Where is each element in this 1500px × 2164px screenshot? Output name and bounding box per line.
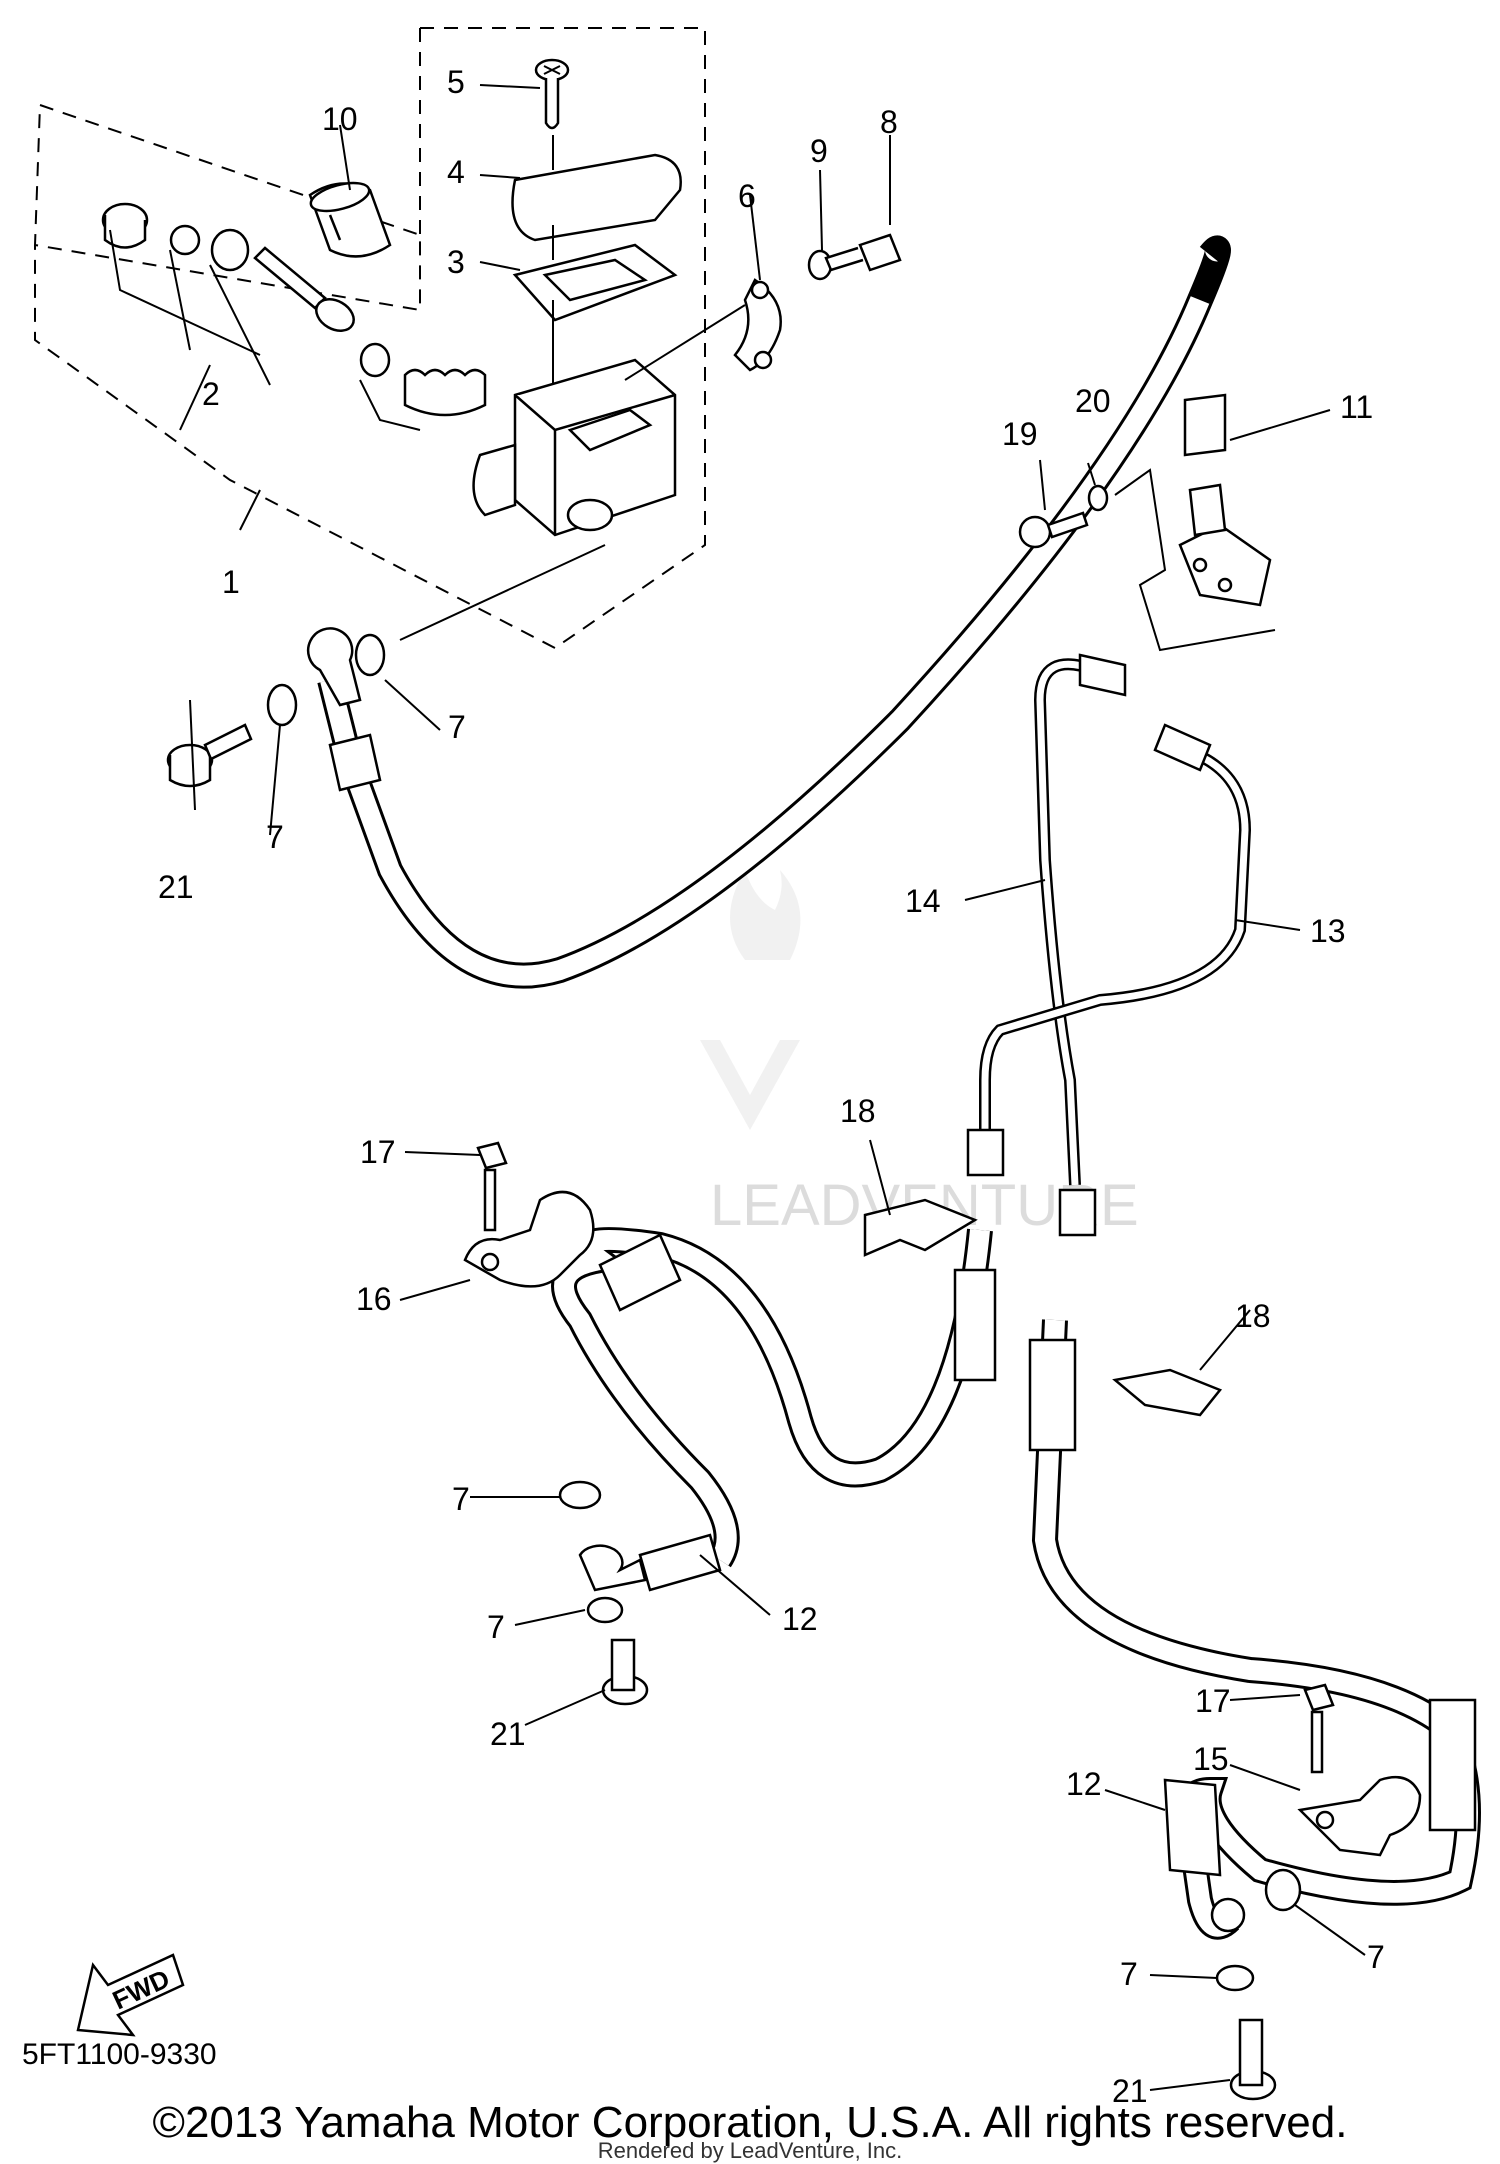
callout-12-a: 12 — [782, 1601, 818, 1637]
callout-leaders — [179, 84, 1366, 2091]
boot-part-10 — [308, 181, 392, 258]
callout-14: 14 — [905, 883, 941, 919]
callout-7-b: 7 — [266, 819, 284, 855]
master-cylinder-body — [472, 358, 677, 537]
callout-21-c: 21 — [1112, 2073, 1148, 2109]
assembly-boundary-master-cylinder — [34, 27, 706, 650]
piston-kit-parts — [101, 202, 487, 431]
crush-washer-7-c — [558, 1480, 602, 1510]
callout-9: 9 — [810, 133, 828, 169]
brake-hose-upper — [306, 235, 1231, 989]
callout-2: 2 — [202, 376, 220, 412]
callout-15: 15 — [1193, 1741, 1229, 1777]
brake-pipe-part-14 — [1033, 653, 1127, 1237]
leader-clamp-to-body — [624, 304, 746, 381]
watermark-logo — [700, 870, 801, 1130]
callout-7-c: 7 — [452, 1481, 470, 1517]
hose-clip-part-18-left — [863, 1198, 978, 1257]
callout-13: 13 — [1310, 913, 1346, 949]
crush-washer-7-b — [354, 633, 386, 677]
callout-3: 3 — [447, 244, 465, 280]
callout-21-b: 21 — [490, 1716, 526, 1752]
crush-washer-7-f — [1215, 1964, 1255, 1992]
junction-block-part-11 — [1178, 483, 1272, 607]
bracket-part-15 — [1297, 1775, 1422, 1857]
washer-part-20 — [1087, 484, 1109, 512]
crush-washer-7-a — [266, 683, 298, 727]
callout-18-b: 18 — [1235, 1298, 1271, 1334]
brake-hose-part-12-left — [551, 1227, 997, 1592]
assembly-boundary-1 — [33, 103, 421, 312]
callout-16: 16 — [356, 1281, 392, 1317]
callout-8: 8 — [880, 104, 898, 140]
callout-20: 20 — [1075, 383, 1111, 419]
leader-washer-to-body — [399, 544, 606, 641]
callout-17-b: 17 — [1195, 1683, 1231, 1719]
callout-7-d: 7 — [487, 1609, 505, 1645]
clamp-part-6 — [733, 278, 782, 372]
bolt-part-8 — [824, 233, 902, 272]
screw-part-5 — [534, 58, 570, 130]
callout-7-f: 7 — [1120, 1956, 1138, 1992]
callout-12-b: 12 — [1066, 1766, 1102, 1802]
callout-19: 19 — [1002, 416, 1038, 452]
callout-11: 11 — [1340, 389, 1373, 425]
fwd-direction-arrow: FWD — [76, 1953, 185, 2037]
callout-6: 6 — [738, 178, 756, 214]
callout-7-a: 7 — [448, 709, 466, 745]
callout-18-a: 18 — [840, 1093, 876, 1129]
union-bolt-part-21-top — [166, 723, 253, 788]
hose-bracket-part-16 — [463, 1190, 595, 1288]
brake-hose-part-12-right — [1028, 1319, 1481, 1940]
callout-21-a: 21 — [158, 869, 194, 905]
copyright-notice: ©2013 Yamaha Motor Corporation, U.S.A. A… — [152, 2098, 1348, 2147]
callout-10: 10 — [322, 101, 358, 137]
diaphragm-part-3 — [512, 243, 678, 322]
callout-1: 1 — [222, 564, 240, 600]
bolt-part-17-left — [476, 1141, 508, 1232]
reservoir-cap-part-4 — [511, 153, 682, 242]
crush-washer-7-d — [586, 1596, 624, 1624]
crush-washer-7-e — [1264, 1868, 1302, 1912]
rendered-by-note: Rendered by LeadVenture, Inc. — [597, 2138, 903, 2163]
bolt-part-17-right — [1303, 1683, 1335, 1774]
union-bolt-part-21-right — [1229, 2018, 1277, 2101]
union-bolt-part-21-left — [601, 1638, 649, 1706]
bolt-part-19 — [1018, 511, 1089, 549]
callout-7-e: 7 — [1367, 1939, 1385, 1975]
callout-4: 4 — [447, 154, 465, 190]
callout-17-a: 17 — [360, 1134, 396, 1170]
diagram-code: 5FT1100-9330 — [22, 2038, 217, 2071]
leader-junction-bolt — [1114, 468, 1276, 652]
hose-clip-part-18-right — [1112, 1368, 1223, 1417]
callouts: 5 4 3 10 6 9 8 11 20 19 2 1 7 7 21 14 13… — [158, 64, 1385, 2109]
brake-pipe-part-13 — [966, 723, 1252, 1177]
callout-5: 5 — [447, 64, 465, 100]
